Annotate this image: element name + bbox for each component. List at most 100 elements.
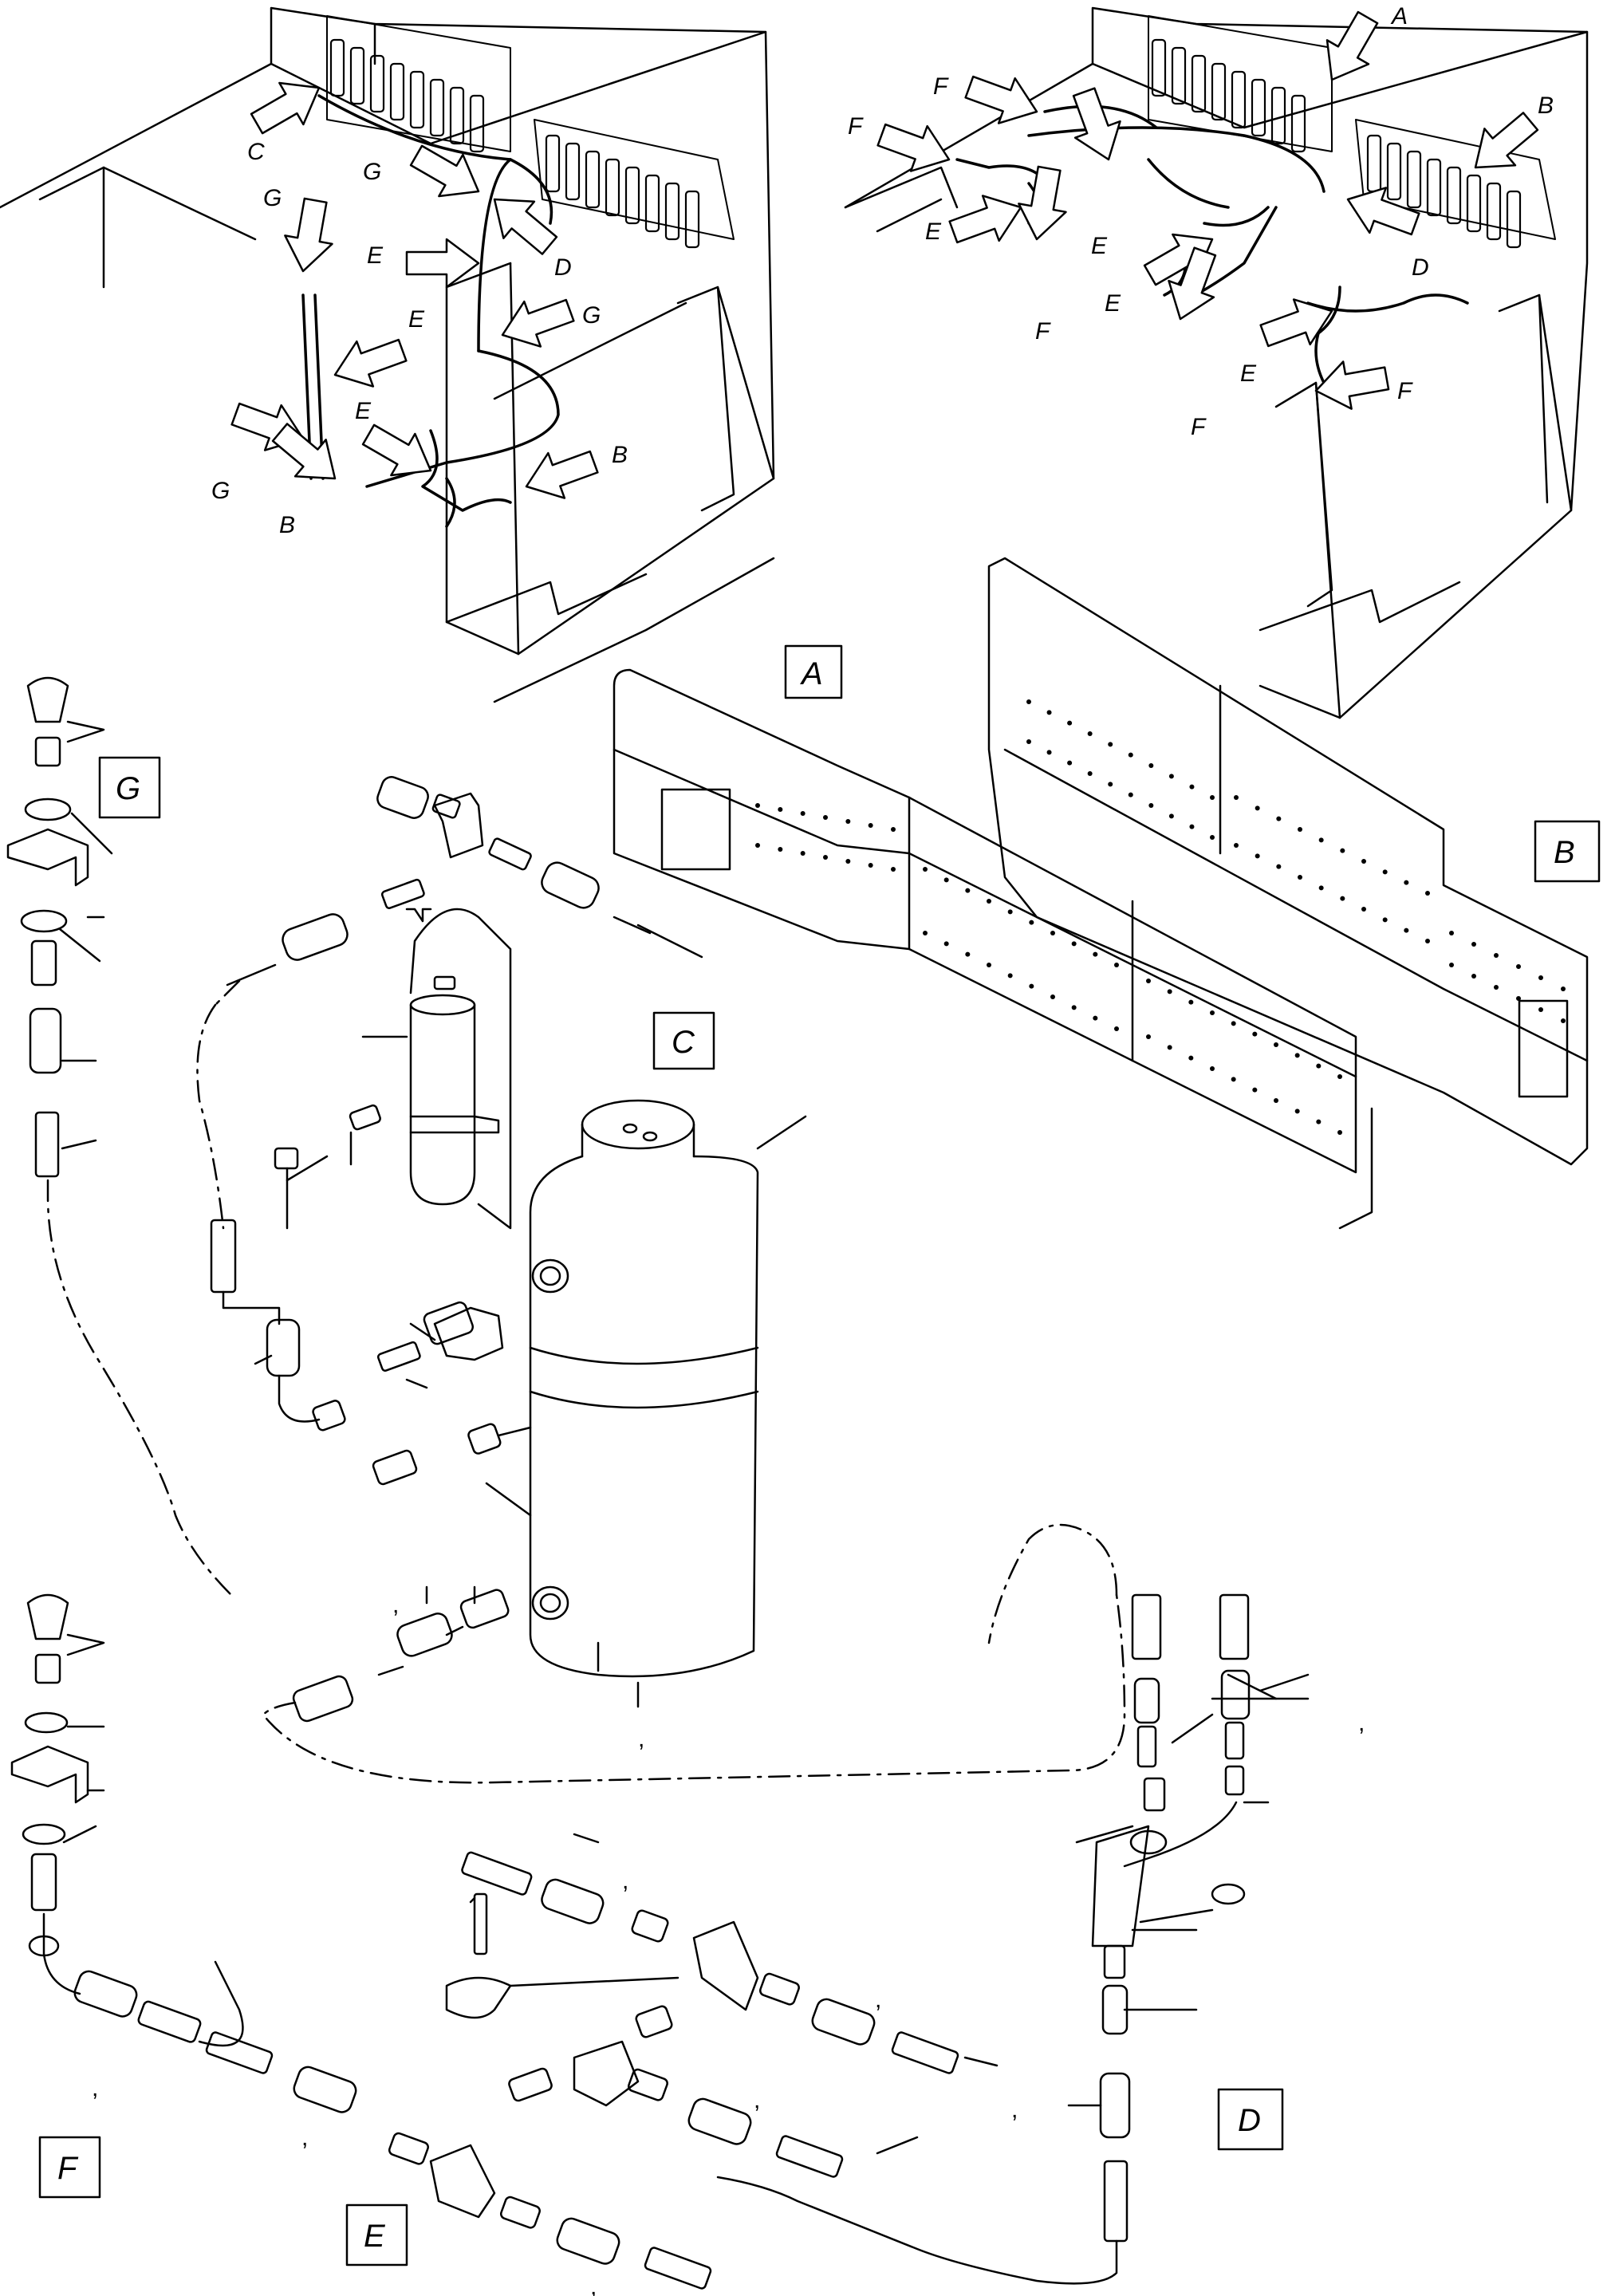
- rivet: [1050, 994, 1055, 999]
- drier-bracket: [409, 908, 512, 1230]
- bracket: [10, 1745, 89, 1804]
- rivet: [1087, 771, 1093, 776]
- tee-fitting: [429, 2144, 496, 2219]
- callout-label: E: [367, 242, 384, 269]
- detail-box-g: G: [98, 756, 161, 819]
- drier-canister: [409, 1003, 476, 1206]
- tick-mark: ,: [622, 1868, 628, 1894]
- callout-label: G: [363, 159, 381, 185]
- detail-g-fittings: [6, 676, 233, 1597]
- rivet: [943, 877, 949, 883]
- tick-mark: ,: [590, 2274, 597, 2296]
- tick-mark: ,: [392, 1592, 399, 1618]
- rivet: [891, 867, 896, 872]
- rivet: [1298, 827, 1302, 832]
- panel-guard-b: [987, 557, 1589, 1230]
- rivet: [1404, 927, 1409, 933]
- callout-label: B: [1538, 93, 1554, 119]
- rivet: [778, 847, 783, 852]
- rivet: [1231, 1077, 1236, 1082]
- rivet: [1255, 805, 1260, 811]
- rivet: [778, 807, 783, 812]
- rivet: [1274, 1098, 1278, 1103]
- detail-boxes: A B C D E F G: [38, 644, 1601, 2266]
- detail-c-receiver-drier: [196, 776, 703, 1432]
- rivet: [943, 941, 949, 947]
- rivet: [1471, 942, 1476, 947]
- rivet: [755, 803, 760, 808]
- rivet: [1188, 1055, 1194, 1061]
- rivet: [891, 827, 896, 832]
- detail-box-b: B: [1534, 820, 1601, 883]
- tee-fitting: [573, 2040, 640, 2107]
- callout-label: E: [355, 398, 372, 424]
- rivet: [1234, 795, 1239, 800]
- rivet: [1114, 963, 1119, 967]
- rivet: [1294, 1109, 1300, 1114]
- rivet: [987, 963, 991, 967]
- rivet: [1425, 891, 1430, 896]
- rivet: [755, 843, 760, 848]
- rivet: [923, 867, 928, 872]
- rivet: [1029, 983, 1034, 989]
- callout-arrows: [226, 4, 1547, 510]
- rivet: [1114, 1026, 1119, 1031]
- tick-mark: ,: [1358, 1710, 1365, 1736]
- lock-washer: [20, 909, 68, 933]
- detail-box-label: F: [57, 2151, 79, 2186]
- tick-mark: ,: [875, 1987, 881, 2013]
- detail-box-label: A: [800, 656, 823, 691]
- rivet: [1316, 1119, 1322, 1124]
- rivet: [1337, 1074, 1342, 1079]
- rivet: [1361, 859, 1366, 864]
- detail-box-label: B: [1554, 835, 1575, 870]
- detail-box-label: C: [672, 1025, 695, 1060]
- rivet: [1093, 951, 1098, 957]
- tick-mark: ,: [638, 1726, 644, 1752]
- detail-f-fittings: [10, 1593, 244, 2047]
- tick-mark: ,: [301, 2125, 308, 2151]
- detail-box-e: E: [345, 2203, 408, 2266]
- callout-label: D: [1412, 254, 1429, 281]
- callout-arrow-icon: [943, 183, 1030, 256]
- callout-arrow-icon: [278, 195, 341, 277]
- tick-marks: , , , , , , , , , ,: [92, 1592, 1365, 2296]
- callout-arrow-icon: [872, 111, 959, 183]
- rivet: [1494, 985, 1499, 990]
- rivet: [1494, 953, 1499, 958]
- rivet: [1210, 795, 1215, 800]
- rivet: [1108, 782, 1113, 787]
- rivet: [1361, 907, 1366, 912]
- rivet: [823, 855, 828, 860]
- rivet: [1318, 885, 1324, 891]
- rivet: [965, 888, 971, 893]
- bracket: [6, 828, 89, 887]
- hose-nut: [29, 1007, 62, 1074]
- callout-labels-right: A B F F E E D E F E F F: [848, 3, 1554, 440]
- callout-arrow-icon: [1338, 175, 1425, 248]
- rivet: [1050, 931, 1055, 935]
- receiver-tank: [262, 1099, 1126, 1784]
- rivet: [1274, 1042, 1278, 1047]
- callout-arrow-icon: [1310, 353, 1392, 415]
- detail-box-a: A: [784, 644, 843, 699]
- rivet: [1108, 742, 1113, 747]
- rivet: [1093, 1015, 1098, 1021]
- rivet: [1340, 848, 1345, 853]
- top-right-assembly-view: [844, 6, 1589, 719]
- rivet: [1067, 760, 1073, 766]
- tick-mark: ,: [1011, 2097, 1018, 2123]
- rivet: [1231, 1021, 1236, 1026]
- rivet: [1046, 710, 1052, 715]
- dust-cap: [26, 1593, 69, 1640]
- callout-arrow-icon: [325, 326, 412, 399]
- connector: [34, 736, 61, 767]
- detail-box-c: C: [652, 1011, 715, 1070]
- rivet: [1128, 792, 1133, 797]
- rivet: [1561, 1018, 1566, 1023]
- rivet: [1210, 835, 1215, 840]
- callout-label: F: [848, 113, 864, 140]
- detail-box-label: D: [1238, 2103, 1261, 2138]
- rivet: [1340, 896, 1345, 901]
- rivet: [1168, 774, 1174, 779]
